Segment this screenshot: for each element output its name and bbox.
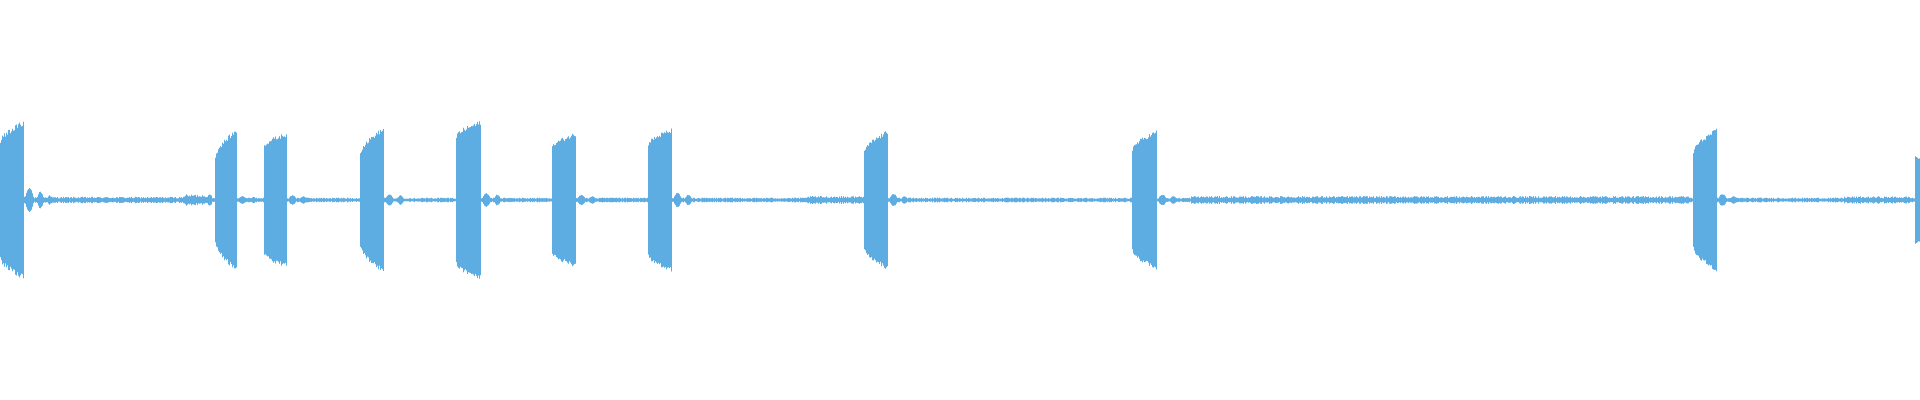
waveform-samples	[0, 121, 1920, 279]
